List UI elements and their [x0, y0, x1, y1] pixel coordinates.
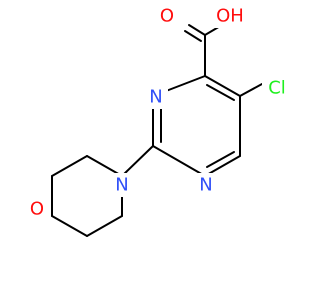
chlorine-label: Cl [268, 78, 286, 99]
hydroxyl-label: OH [216, 6, 244, 27]
chemical-structure-diagram: OH O Cl N N N O [24, 4, 292, 237]
bond-c-o-double-b [184, 30, 202, 42]
bond-c5-cl [239, 83, 263, 97]
bond-c6-n1-inner [206, 151, 235, 168]
ring-nitrogen-top-label: N [149, 87, 162, 108]
bond-c-o-double-a [188, 24, 206, 36]
bond-n1-c2 [152, 145, 206, 177]
bond-c4-c5-inner [206, 84, 235, 101]
carbonyl-oxygen-label: O [160, 6, 174, 27]
bond-morph-o-c-bottom [51, 215, 88, 237]
bond-c6-n1 [204, 155, 241, 177]
atom-labels: OH O Cl N N N O [24, 4, 292, 221]
ring-nitrogen-bottom-label: N [199, 175, 212, 196]
bond-morph-c-c-top [51, 155, 88, 177]
bond-c2-morpholine-n [121, 145, 154, 177]
morpholine-nitrogen-label: N [115, 175, 128, 196]
bond-c4-c5 [204, 75, 241, 97]
morpholine-oxygen-label: O [30, 199, 44, 220]
bond-morph-c-c-bottom [86, 215, 123, 237]
bonds [51, 24, 263, 237]
bond-morph-n-c [86, 155, 123, 177]
